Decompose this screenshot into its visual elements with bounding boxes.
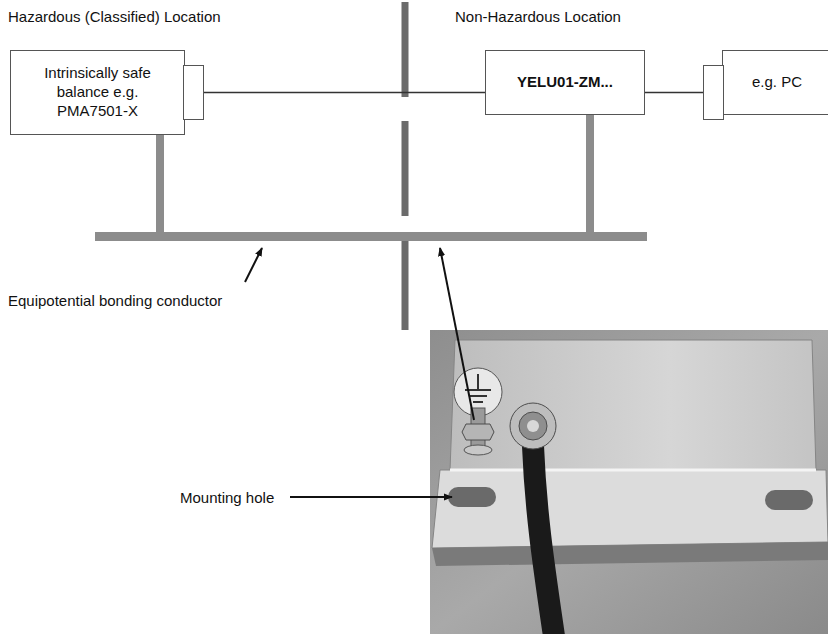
device-box: Intrinsically safe balance e.g. PMA7501-… [10, 50, 185, 135]
bracket-photo [430, 330, 828, 634]
bonding-bar [95, 232, 647, 241]
mounting-slot [448, 487, 496, 507]
bonding-drop [586, 100, 594, 236]
leader-arrow [245, 248, 262, 282]
cable-gland [527, 420, 539, 432]
photo-ground [430, 330, 828, 634]
box-text: YELU01-ZM... [517, 73, 613, 92]
ground-symbol [477, 374, 479, 390]
data-cable [204, 92, 485, 94]
ground-symbol [473, 401, 483, 403]
ground-washer [464, 445, 492, 455]
bracket-shadow [432, 542, 828, 566]
box-text: e.g. PC [752, 73, 802, 92]
bracket-bend [450, 469, 816, 472]
connector-plug [183, 65, 204, 120]
callout-label: Mounting hole [180, 489, 274, 507]
data-cable [645, 92, 703, 94]
connector-plug [703, 65, 724, 120]
interface-box: YELU01-ZM... [485, 50, 645, 115]
box-text: Intrinsically safe balance e.g. PMA7501-… [33, 64, 163, 120]
bracket-plate [450, 340, 816, 470]
cable-gland [519, 412, 547, 440]
leader-arrow [440, 248, 474, 420]
mounting-slot [765, 490, 813, 510]
location-label: Hazardous (Classified) Location [8, 8, 221, 26]
bracket-flange [432, 470, 828, 548]
zone-divider [402, 2, 409, 330]
callout-label: Equipotential bonding conductor [8, 292, 222, 310]
leader-arrow [290, 496, 452, 498]
ground-nut [462, 424, 494, 440]
location-label: Non-Hazardous Location [455, 8, 621, 26]
cable [533, 446, 556, 634]
ground-symbol [469, 395, 487, 397]
computer-box: e.g. PC [722, 50, 828, 115]
cable-gland [510, 403, 556, 449]
